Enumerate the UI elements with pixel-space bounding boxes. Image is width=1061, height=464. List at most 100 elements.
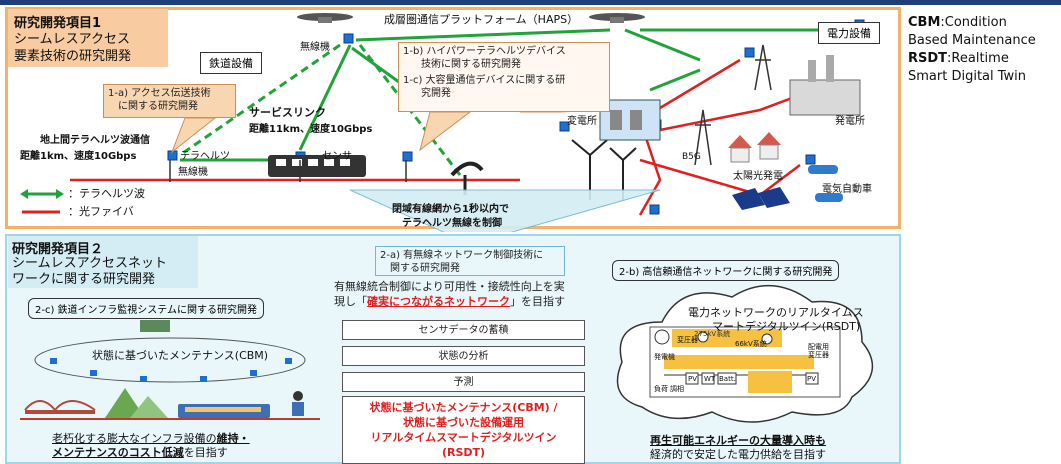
- legend-thz-label: ：テラヘルツ波: [68, 187, 145, 200]
- plant-label: 発電所: [835, 116, 865, 127]
- callout-2b: 2-b) 高信頼通信ネットワークに関する研究開発: [612, 260, 840, 281]
- b5g-label: B5G: [682, 152, 701, 162]
- power-label: 電力設備: [818, 22, 880, 44]
- network-diagram: [20, 13, 865, 232]
- callout-2a-line1: 2-a) 有無線ネットワーク制御技術に: [380, 250, 544, 261]
- result-line1: 状態に基づいたメンテナンス(CBM) /: [369, 401, 558, 414]
- grid-batt: Batt.: [719, 375, 736, 383]
- callout-2a-line2: 関する研究開発: [390, 263, 460, 274]
- substation-label: 変電所: [567, 116, 597, 127]
- rsdt-line2: マートデジタルツイン(RSDT): [712, 320, 861, 333]
- item2-sub2: ワークに関する研究開発: [12, 272, 156, 287]
- abbrev-rsdt-desc1: :Realtime: [947, 51, 1009, 66]
- abbrev-rsdt-desc2: Smart Digital Twin: [908, 69, 1027, 84]
- infra-line1-a: 老朽化する膨大なインフラ設備の: [52, 432, 217, 445]
- transmission-tower-icon: [694, 44, 772, 166]
- rsdt-cloud: [616, 285, 874, 423]
- grid-tr2: 配電用 変圧器: [808, 343, 829, 359]
- item1-sub2: 要素技術の研究開発: [14, 49, 132, 64]
- ev-label: 電気自動車: [822, 184, 872, 195]
- grid-wt: WT: [704, 375, 716, 383]
- solar-panel-icon: [732, 187, 790, 210]
- callout-2c: 2-c) 鉄道インフラ監視システムに関する研究開発: [28, 298, 264, 319]
- railway-label: 鉄道設備: [200, 52, 262, 74]
- top-accent-bar: [0, 0, 1061, 5]
- infra-line2-a: メンテナンスのコスト低減: [52, 446, 184, 459]
- renew-line2: 経済的で安定した電力供給を目指す: [650, 448, 826, 461]
- result-box: 状態に基づいたメンテナンス(CBM) / 状態に基づいた設備運用 リアルタイムス…: [342, 396, 585, 464]
- callout-1a-line2: に関する研究開発: [118, 101, 198, 112]
- service-link-spec: 距離11km、速度10Gbps: [249, 124, 373, 135]
- service-link-label: サービスリンク: [249, 106, 326, 119]
- callout-1b-line1: 1-b) ハイパワーテラヘルツデバイス: [403, 46, 566, 57]
- grid-plant: 発電機: [654, 353, 675, 361]
- goal-line2-a: 現し「: [334, 295, 367, 308]
- abbrev-cbm-desc2: Based Maintenance: [908, 33, 1036, 48]
- callout-1b-line2: 技術に関する研究開発: [421, 59, 521, 70]
- abbrev-cbm: CBM: [908, 15, 941, 30]
- cbm-title: 状態に基づいたメンテナンス(CBM): [92, 349, 269, 362]
- house-icon: [728, 132, 781, 163]
- callout-1c-line2: 究開発: [421, 88, 451, 99]
- infra-goal: 老朽化する膨大なインフラ設備の維持・ メンテナンスのコスト低減を目指す: [52, 432, 250, 460]
- legend-fiber-label: ：光ファイバ: [68, 205, 134, 218]
- item2-sub1: シームレスアクセスネット: [12, 256, 167, 271]
- item1-heading-box: 研究開発項目1 シームレスアクセス 要素技術の研究開発: [8, 9, 168, 67]
- step-2: 状態の分析: [342, 346, 585, 366]
- haps-left-icon: [297, 13, 353, 23]
- goal-line2-c: 」を目指す: [510, 295, 565, 308]
- callout-1a-line1: 1-a) アクセス伝送技術: [108, 88, 211, 99]
- solar-label: 太陽光発電: [733, 171, 783, 182]
- goal-text: 有無線統合制御により可用性・接続性向上を実 現し「確実につながるネットワーク」を…: [334, 279, 598, 309]
- legend-thz-arrow: [20, 189, 64, 199]
- wireless-top-label: 無線機: [300, 42, 330, 53]
- infra-line1-b: 維持・: [216, 432, 250, 445]
- result-line4: (RSDT): [441, 446, 486, 459]
- substation-icon: [599, 99, 661, 141]
- item2-heading-box: 研究開発項目２ シームレスアクセスネット ワークに関する研究開発: [8, 236, 198, 288]
- item1-title: 研究開発項目1: [14, 16, 102, 31]
- callout-1c-line1: 1-c) 大容量通信デバイスに関する研: [403, 75, 566, 86]
- grid-pv: PV: [688, 375, 698, 383]
- item1-sub1: シームレスアクセス: [14, 32, 130, 47]
- callout-1b-1c: 1-b) ハイパワーテラヘルツデバイス 技術に関する研究開発 1-c) 大容量通…: [398, 42, 610, 112]
- abbrev-rsdt: RSDT: [908, 51, 948, 66]
- grid-v66: 66kV系統: [735, 340, 767, 348]
- terahertz-label: テラヘルツ: [180, 151, 230, 162]
- cbm-illustration: [20, 320, 320, 420]
- goal-line1: 有無線統合制御により可用性・接続性向上を実: [334, 280, 565, 293]
- result-line3: リアルタイムスマートデジタルツイン: [370, 431, 557, 444]
- grid-load: 負荷: [654, 385, 668, 393]
- ground-link-label: 地上間テラヘルツ波通信: [40, 135, 150, 146]
- ev-car-icon: [808, 165, 843, 202]
- grid-v275: 275kV系統: [694, 330, 731, 338]
- power-plant-icon: [789, 55, 861, 116]
- monitor-icon: [140, 320, 170, 332]
- result-line2: 状態に基づいた設備運用: [403, 416, 524, 429]
- control-note-line1: 閉域有線網から1秒以内で: [392, 204, 509, 215]
- train-car-icon: [178, 404, 270, 418]
- grid-tr1: 変圧器: [677, 336, 698, 344]
- control-note-line2: テラヘルツ無線を制御: [402, 218, 502, 229]
- worker-icon: [292, 391, 304, 416]
- abbreviation-legend: CBM:Condition Based Maintenance RSDT:Rea…: [908, 14, 1058, 86]
- callout-2a-pointer: [349, 189, 661, 232]
- callout-1b-pointer: [419, 111, 472, 152]
- grid-ctrl: 調相: [670, 385, 684, 393]
- ground-link-spec: 距離1km、速度10Gbps: [20, 151, 137, 162]
- renew-line1: 再生可能エネルギーの大量導入時も: [650, 434, 826, 447]
- wireless-bottom-label: 無線機: [178, 167, 208, 178]
- infra-bridge-icon: [24, 400, 96, 414]
- haps-label: 成層圏通信プラットフォーム（HAPS）: [384, 13, 579, 26]
- callout-1a: 1-a) アクセス伝送技術 に関する研究開発: [103, 84, 236, 118]
- step-1: センサデータの蓄積: [342, 320, 585, 340]
- infra-line2-b: を目指す: [183, 446, 228, 459]
- abbrev-cbm-desc1: :Condition: [940, 15, 1007, 30]
- haps-right-icon: [589, 13, 645, 23]
- rsdt-line1: 電力ネットワークのリアルタイムス: [688, 306, 864, 319]
- item2-title: 研究開発項目２: [12, 242, 104, 257]
- callout-2a: 2-a) 有無線ネットワーク制御技術に 関する研究開発: [375, 246, 565, 276]
- rail-poles: [169, 160, 407, 182]
- grid-pv-2: PV: [807, 375, 817, 383]
- sensor-label: センサ: [322, 151, 352, 162]
